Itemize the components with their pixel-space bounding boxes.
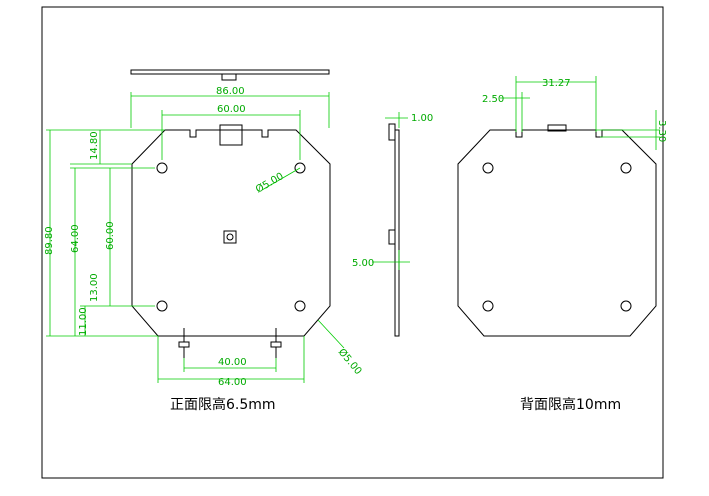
dim-inner-vertical: 60.00 [105,221,116,250]
back-hole-bottom-left [482,300,494,312]
back-view-caption: 背面限高10mm [520,396,621,413]
front-center-tab [219,124,243,146]
dim-bottom-offset: 13.00 [89,273,100,302]
side-center-component [388,229,396,245]
front-top-profile [130,69,330,75]
side-board [394,129,400,337]
dim-bottom-small: 11.00 [78,307,89,336]
front-hole-top-left [156,162,168,174]
back-hole-bottom-right [620,300,632,312]
dim-chamfer-diameter: Ø5.00 [336,346,365,377]
drawing-frame [41,6,664,479]
back-hole-top-left [482,162,494,174]
dim-width: 86.00 [216,86,245,97]
front-view-caption: 正面限高6.5mm [170,396,276,413]
front-pin-right [270,328,282,358]
front-pin-left [178,328,190,358]
front-hole-bottom-left [156,300,168,312]
front-hole-bottom-right [294,300,306,312]
side-view: 1.00 5.00 [352,112,433,337]
front-center-component [223,230,237,244]
dim-hole-spacing-top: 60.00 [217,104,246,115]
front-top-component [221,73,237,81]
dim-hole-diameter: Ø5.00 [254,170,286,195]
back-hole-top-right [620,162,632,174]
front-view: 86.00 60.00 89.80 14.80 64.00 60.00 13.0… [44,69,365,413]
dim-side-thickness: 1.00 [411,113,433,124]
dim-slot-spacing: 31.27 [542,78,571,89]
dim-side-component-offset: 5.00 [352,258,374,269]
back-center-component [547,124,567,132]
dim-slot-width: 2.50 [482,94,504,105]
dim-hole-spacing-vertical: 64.00 [70,224,81,253]
dim-slot-depth: 3.30 [656,120,667,142]
back-board-outline [457,129,657,337]
front-hole-top-right [294,162,306,174]
front-center-dot [226,233,234,241]
dim-chamfer: 14.80 [89,131,100,160]
front-board-outline [131,129,331,337]
side-top-component [388,123,396,141]
dim-pin-spacing: 40.00 [218,357,247,368]
dim-height: 89.80 [44,226,55,255]
back-view: 31.27 2.50 3.30 背面限高10mm [457,76,667,413]
dim-bottom-width: 64.00 [218,377,247,388]
